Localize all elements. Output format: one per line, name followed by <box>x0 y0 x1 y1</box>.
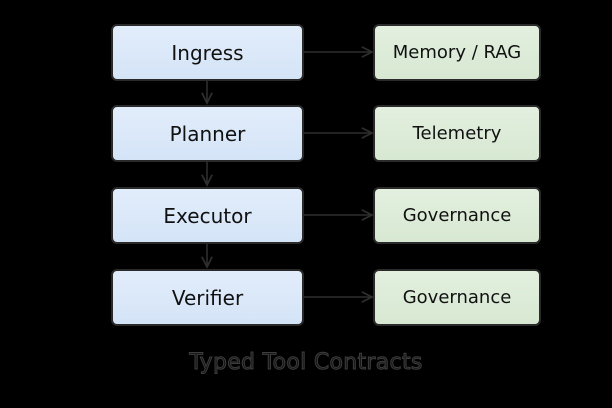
node-verifier: Verifier <box>111 269 304 326</box>
node-governance-verifier: Governance <box>373 269 541 326</box>
node-planner: Planner <box>111 105 304 162</box>
node-telemetry: Telemetry <box>373 105 541 162</box>
node-executor: Executor <box>111 187 304 244</box>
node-ingress: Ingress <box>111 24 304 81</box>
diagram-caption: Typed Tool Contracts <box>189 350 423 376</box>
node-governance-executor: Governance <box>373 187 541 244</box>
node-memory-rag: Memory / RAG <box>373 24 541 81</box>
